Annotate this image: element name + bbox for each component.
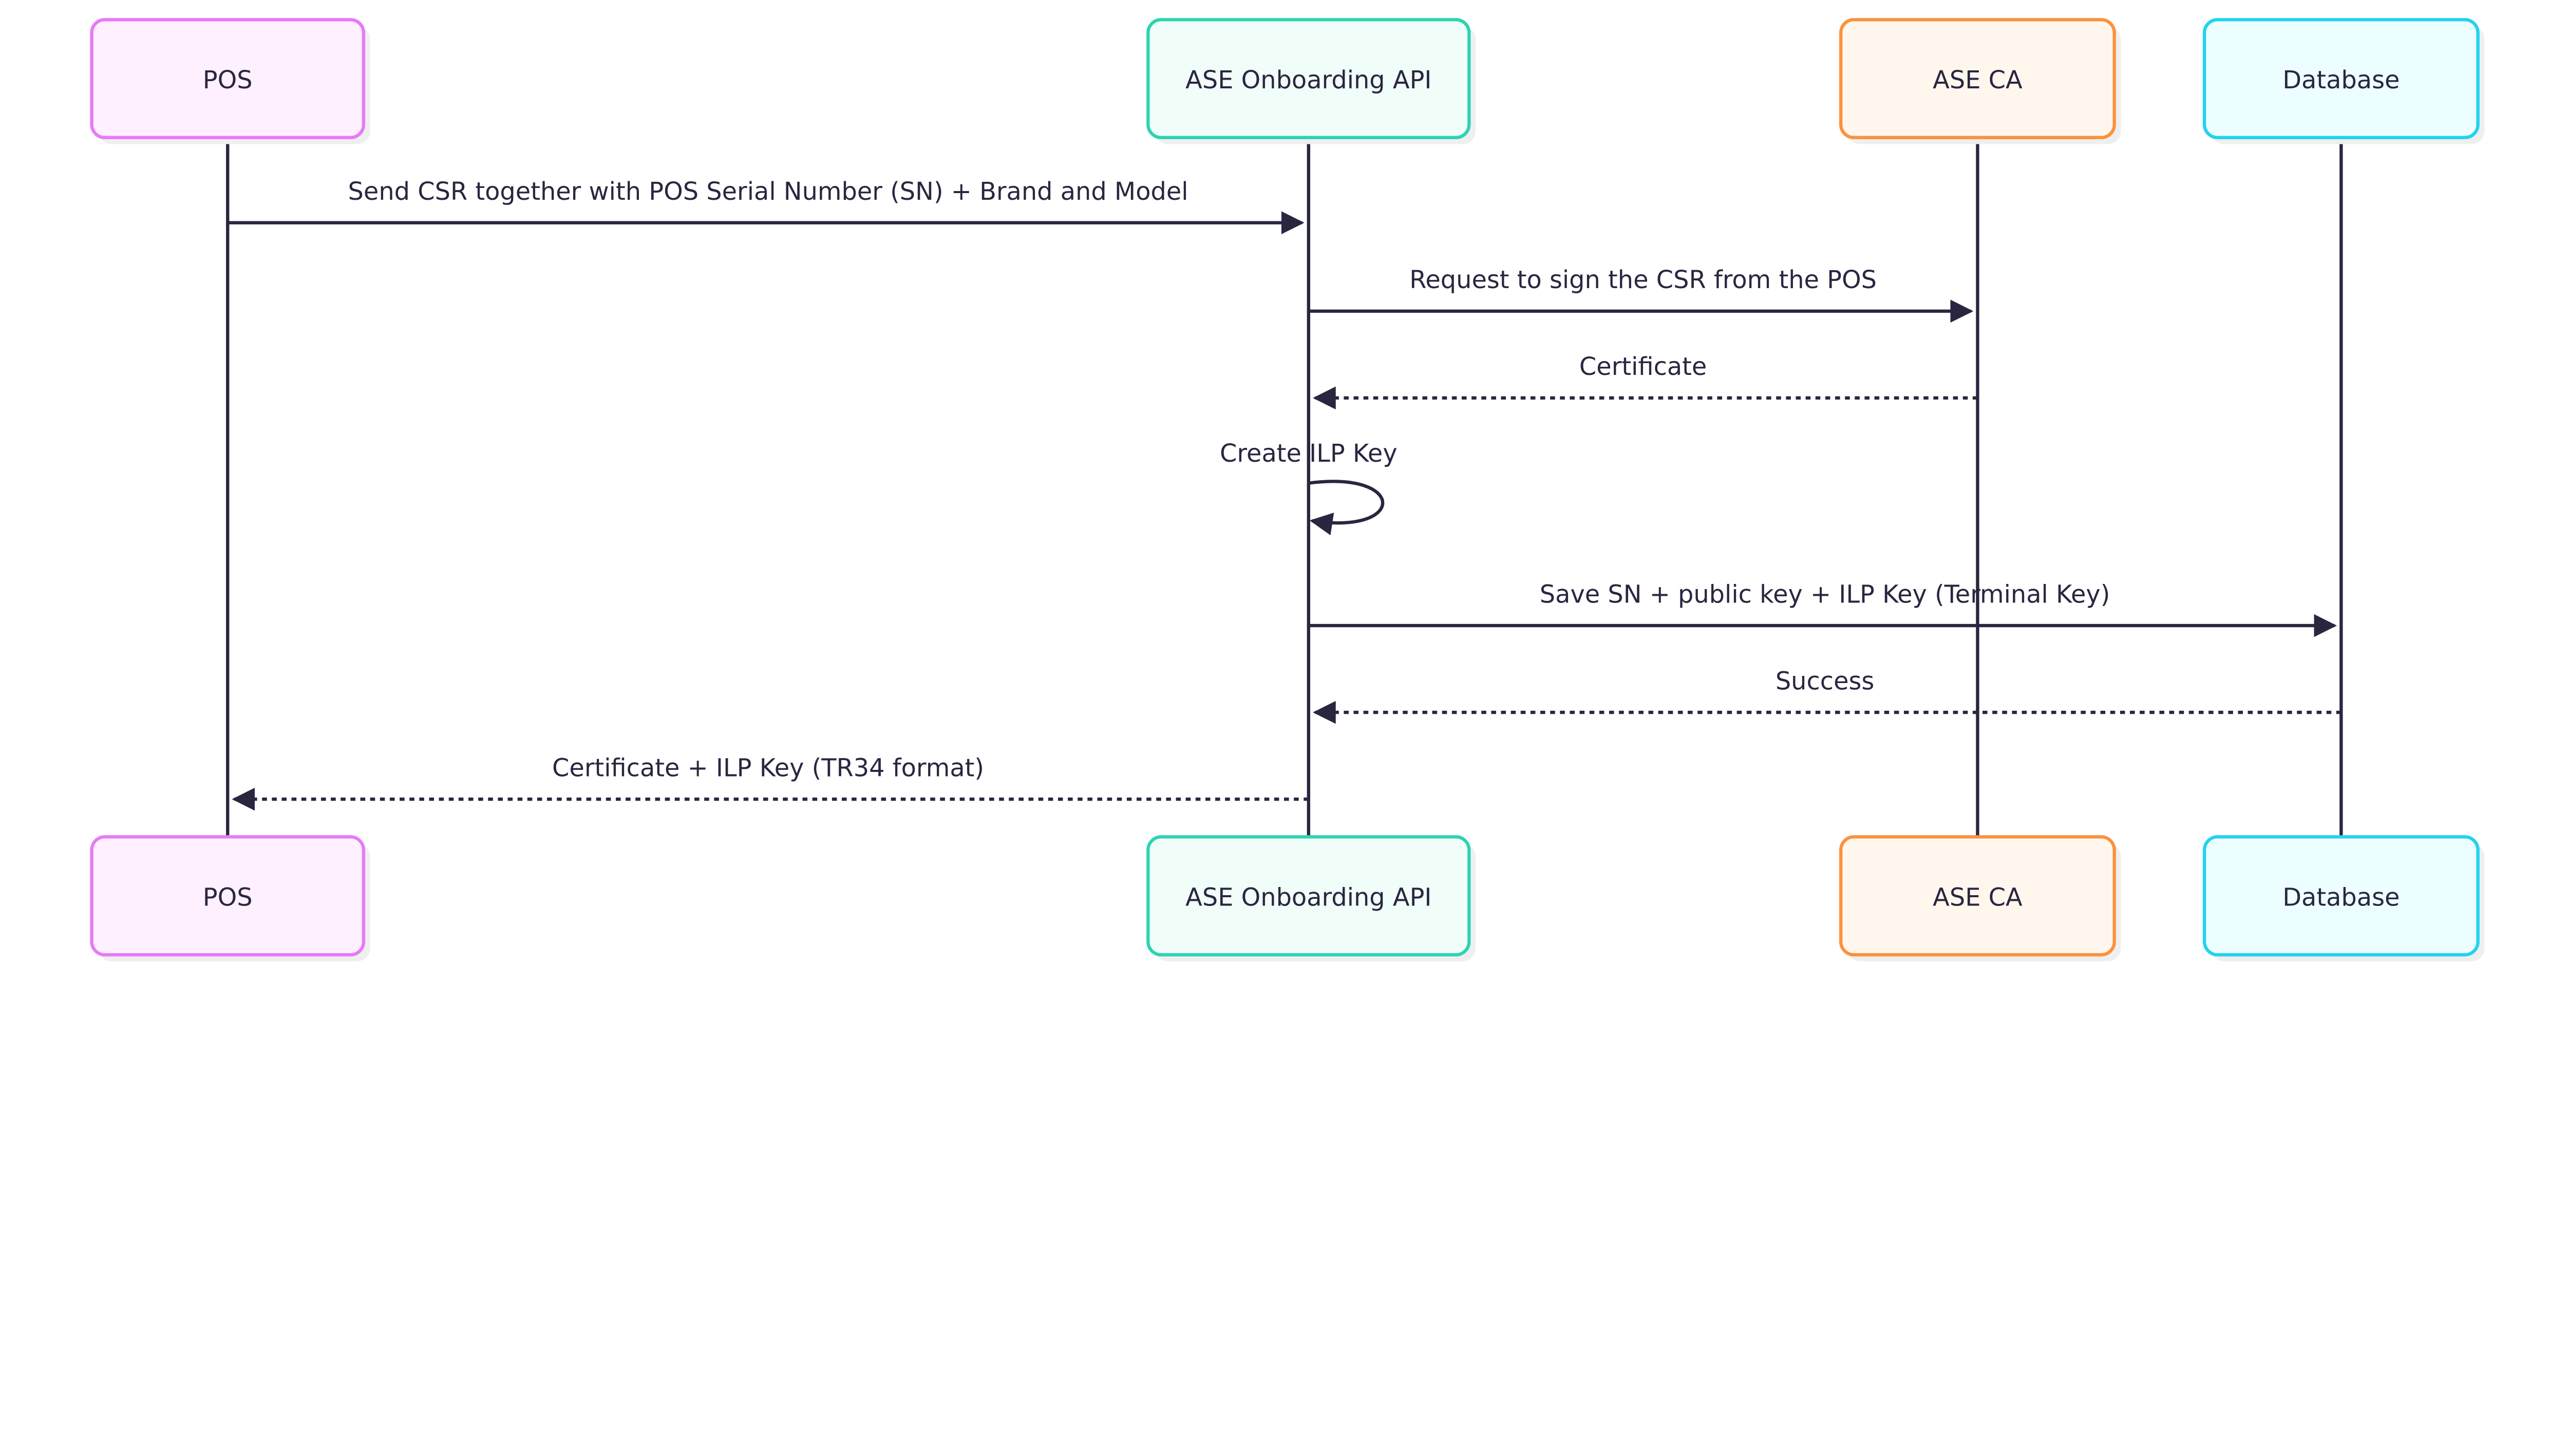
message-label: Success (1776, 667, 1875, 695)
message-6: Success (1313, 667, 2342, 724)
participant-api-bottom[interactable]: ASE Onboarding API (1146, 835, 1476, 961)
participant-pos-bottom[interactable]: POS (90, 835, 370, 961)
message-label: Save SN + public key + ILP Key (Terminal… (1540, 580, 2110, 609)
message-label: Create ILP Key (1220, 440, 1398, 468)
message-2: Request to sign the CSR from the POS (1308, 266, 1974, 323)
participants: POS POS ASE Onboarding API ASE Onboarding A… (90, 18, 2485, 961)
participant-label: POS (203, 66, 253, 94)
participant-box (2202, 18, 2480, 140)
participant-label: ASE Onboarding API (1185, 883, 1431, 912)
participant-box (1146, 18, 1471, 140)
participant-label: ASE CA (1933, 883, 2023, 912)
message-1: Send CSR together with POS Serial Number… (228, 178, 1305, 234)
sequence-diagram: POS POS ASE Onboarding API ASE Onboarding A… (90, 18, 2485, 961)
participant-api-top[interactable]: ASE Onboarding API (1146, 18, 1476, 144)
message-label: Send CSR together with POS Serial Number… (348, 178, 1188, 206)
participant-box (90, 18, 366, 140)
participant-box (1146, 835, 1471, 957)
self-message-arrow (1308, 480, 1385, 536)
message-3: Certificate (1313, 353, 1978, 410)
participant-db-top[interactable]: Database (2202, 18, 2485, 144)
participant-pos-top[interactable]: POS (90, 18, 370, 144)
participant-label: ASE Onboarding API (1185, 66, 1431, 94)
participant-box (1839, 18, 2116, 140)
message-5: Save SN + public key + ILP Key (Terminal… (1308, 580, 2337, 637)
participant-box (1839, 835, 2116, 957)
participant-label: POS (203, 883, 253, 912)
messages: Send CSR together with POS Serial Number… (228, 178, 2342, 811)
message-7: Certificate + ILP Key (TR34 format) (232, 754, 1309, 811)
participant-label: Database (2282, 66, 2400, 94)
participant-label: ASE CA (1933, 66, 2023, 94)
message-label: Request to sign the CSR from the POS (1409, 266, 1877, 294)
participant-box (90, 835, 366, 957)
participant-ca-top[interactable]: ASE CA (1839, 18, 2121, 144)
message-label: Certificate (1579, 353, 1707, 381)
participant-db-bottom[interactable]: Database (2202, 835, 2485, 961)
message-4: Create ILP Key (1220, 440, 1398, 536)
message-label: Certificate + ILP Key (TR34 format) (552, 754, 984, 782)
participant-ca-bottom[interactable]: ASE CA (1839, 835, 2121, 961)
lifelines (226, 137, 2343, 837)
participant-box (2202, 835, 2480, 957)
participant-label: Database (2282, 883, 2400, 912)
